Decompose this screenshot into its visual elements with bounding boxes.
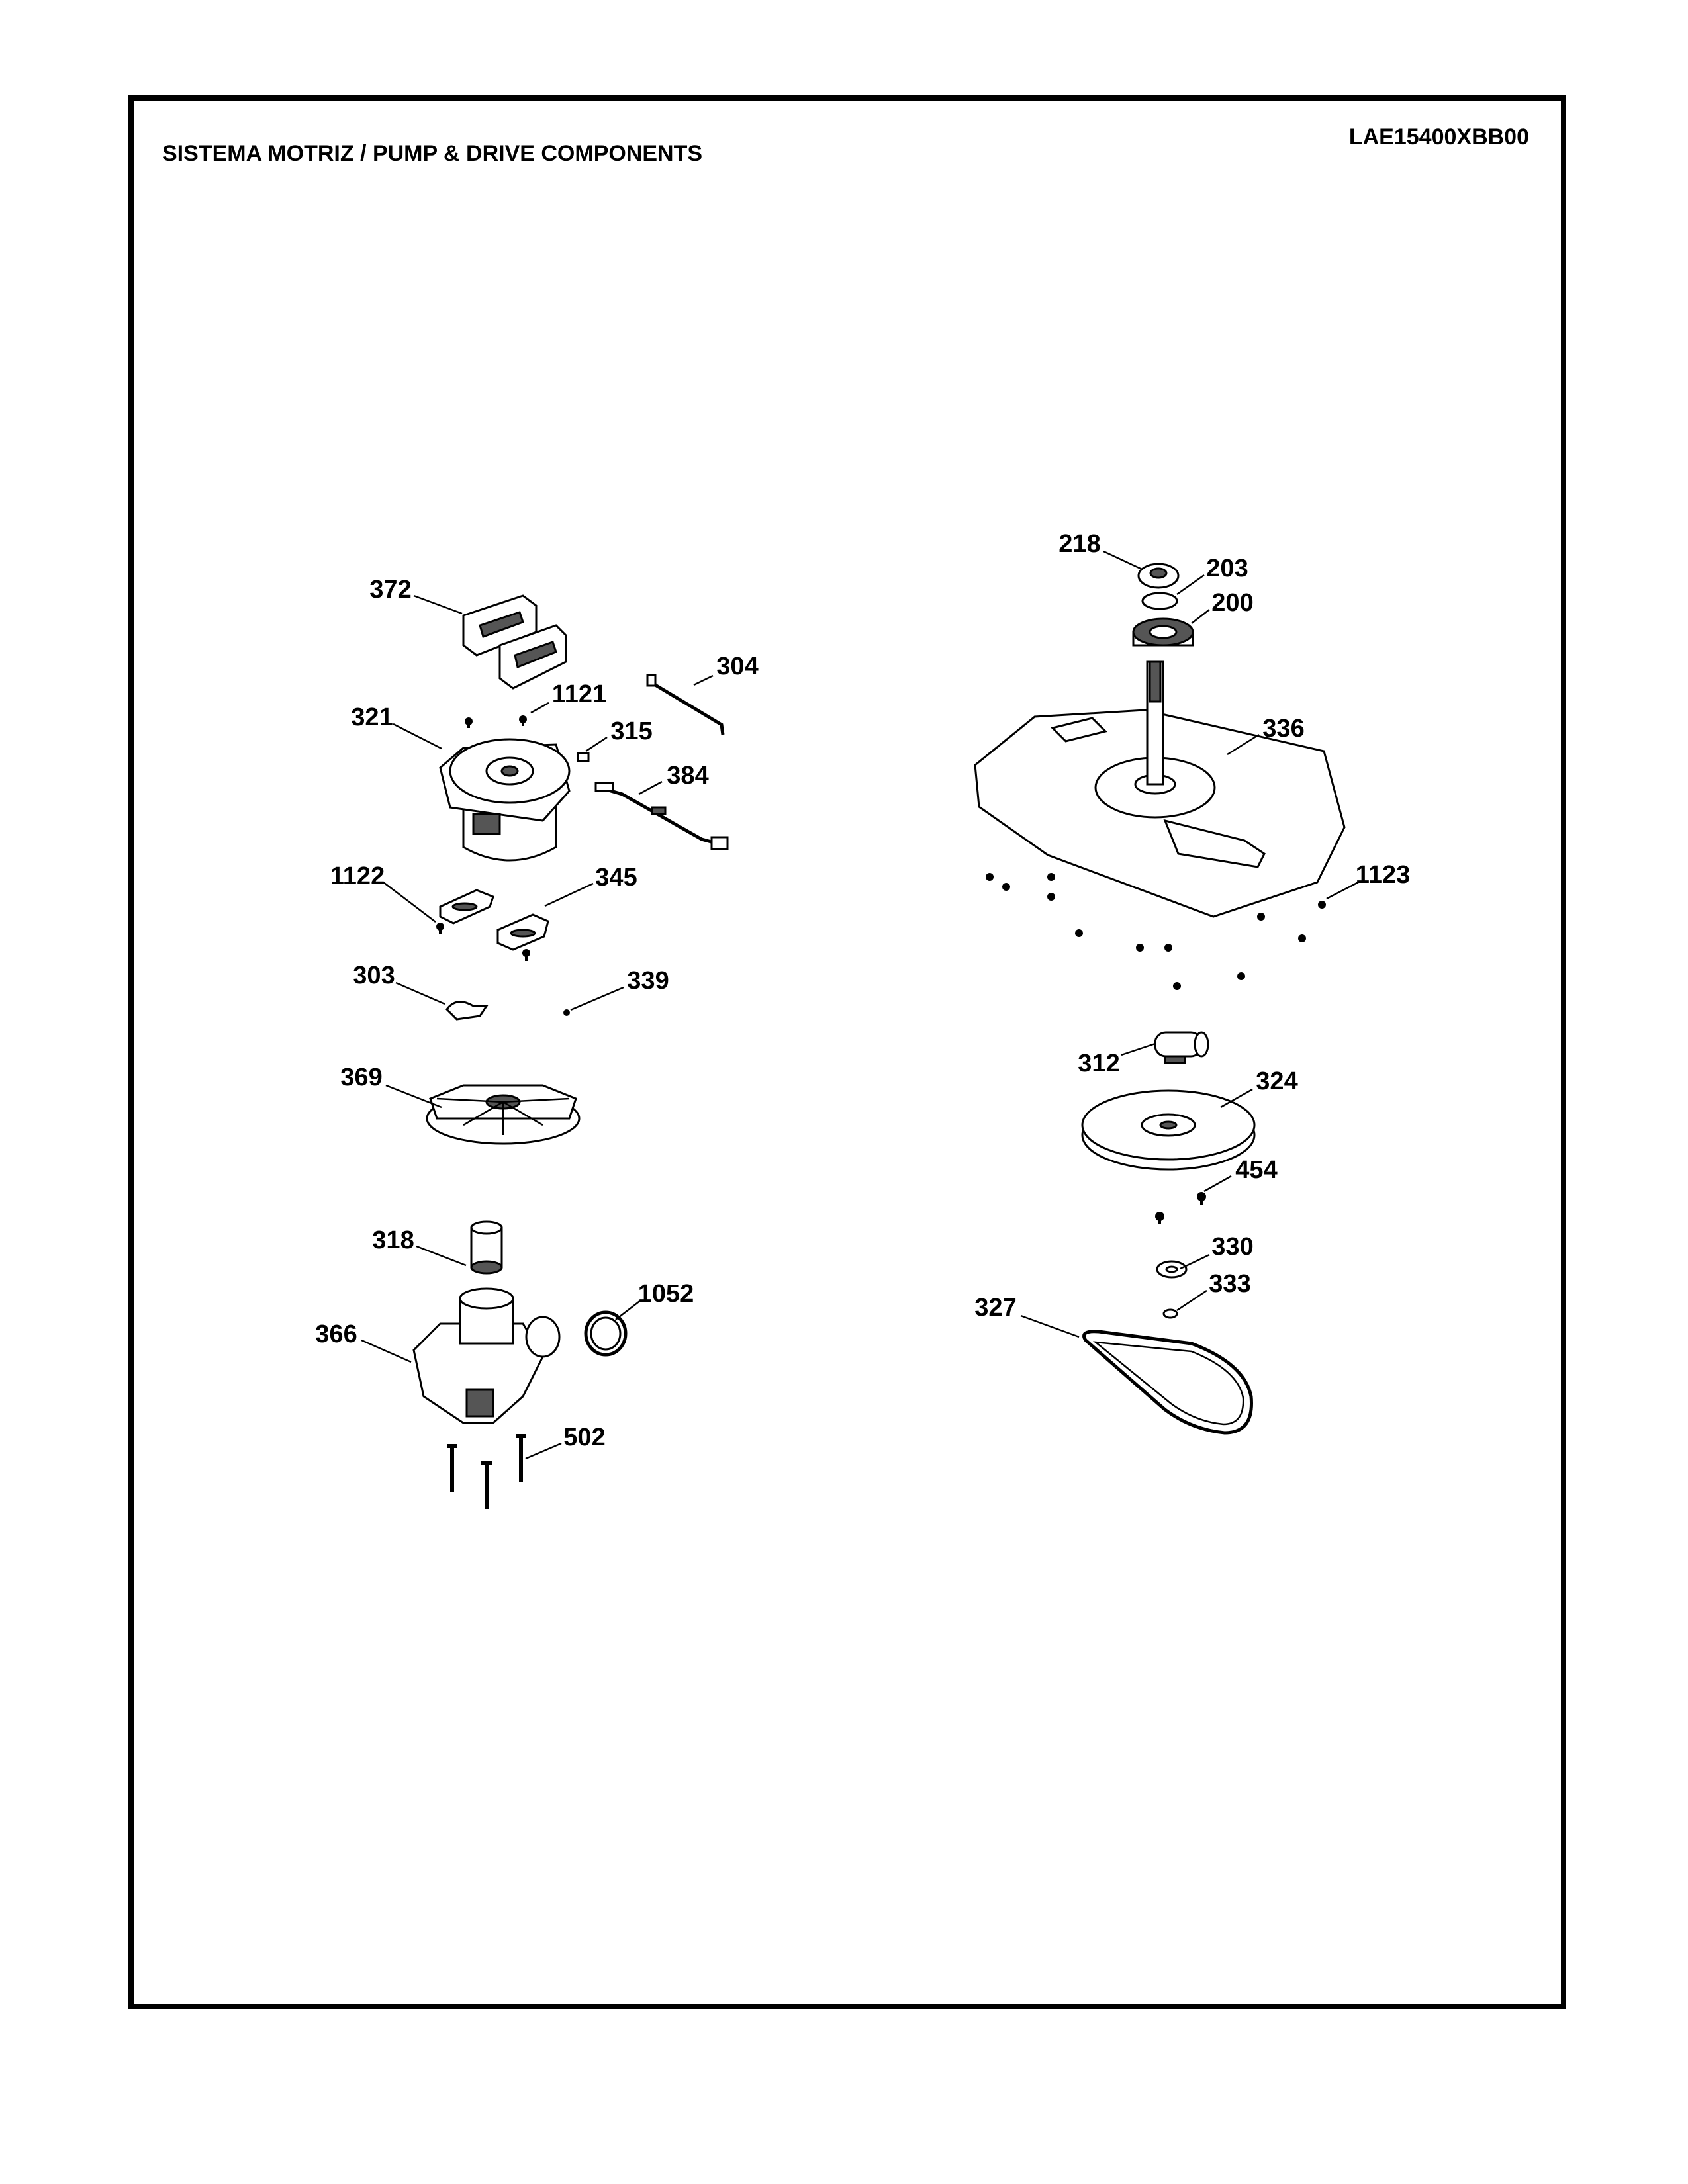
callout-218: 218 <box>1058 530 1100 558</box>
callout-labels: 372 304 1121 321 315 384 1122 345 303 33… <box>315 530 1410 1451</box>
callout-384: 384 <box>667 762 708 790</box>
part-336-transmission-base <box>974 660 1346 918</box>
callout-321: 321 <box>351 704 393 731</box>
part-330-washer <box>1156 1260 1188 1279</box>
callout-200: 200 <box>1211 589 1253 617</box>
diagram-title: SISTEMA MOTRIZ / PUMP & DRIVE COMPONENTS <box>162 141 702 166</box>
part-218-nut <box>1137 563 1180 589</box>
callout-1052: 1052 <box>638 1280 694 1308</box>
part-303-clip <box>445 1001 489 1021</box>
page-border <box>128 95 1566 2009</box>
callout-345: 345 <box>595 864 637 891</box>
callout-330: 330 <box>1211 1233 1253 1261</box>
callout-366: 366 <box>315 1320 357 1348</box>
callout-327: 327 <box>974 1294 1016 1322</box>
part-315-clip <box>577 752 590 762</box>
callout-1122: 1122 <box>330 862 385 890</box>
part-372-motor-brackets <box>462 594 567 690</box>
part-333-ring <box>1162 1308 1178 1319</box>
callout-312: 312 <box>1078 1050 1119 1077</box>
callout-1121: 1121 <box>552 680 606 708</box>
part-345-pad-and-screw <box>496 913 549 961</box>
part-321-motor <box>439 738 571 862</box>
part-200-seal <box>1132 617 1194 647</box>
part-454-screws <box>1155 1192 1206 1224</box>
callout-315: 315 <box>610 717 652 745</box>
callout-339: 339 <box>627 967 669 995</box>
callout-502: 502 <box>563 1424 605 1451</box>
part-1123-screws <box>986 873 1326 990</box>
callout-372: 372 <box>369 576 411 604</box>
callout-324: 324 <box>1256 1068 1297 1095</box>
part-1121-screws <box>465 715 527 728</box>
part-502-screws <box>447 1434 526 1509</box>
part-327-belt <box>1082 1330 1253 1435</box>
callout-303: 303 <box>353 962 395 989</box>
callout-369: 369 <box>340 1064 382 1091</box>
callout-333: 333 <box>1209 1270 1250 1298</box>
part-339-ball <box>563 1009 570 1016</box>
callout-304: 304 <box>716 653 758 680</box>
callout-1123: 1123 <box>1356 861 1410 889</box>
part-1052-hose-clamp <box>584 1310 628 1357</box>
leader-lines <box>361 550 1359 1460</box>
callout-454: 454 <box>1235 1156 1277 1184</box>
callout-336: 336 <box>1262 715 1304 743</box>
part-304-wire <box>646 674 725 735</box>
part-312-capacitor <box>1154 1031 1209 1064</box>
part-324-pulley <box>1081 1089 1256 1171</box>
callout-318: 318 <box>372 1226 414 1254</box>
callout-203: 203 <box>1206 555 1248 582</box>
part-384-harness <box>594 782 729 850</box>
model-number: LAE15400XBB00 <box>1349 124 1529 150</box>
part-203-washer <box>1141 592 1178 610</box>
part-369-fan <box>426 1084 581 1145</box>
part-366-drain-pump <box>412 1287 561 1424</box>
part-318-filter <box>470 1220 503 1275</box>
part-1122-pad-and-screw <box>436 889 494 934</box>
